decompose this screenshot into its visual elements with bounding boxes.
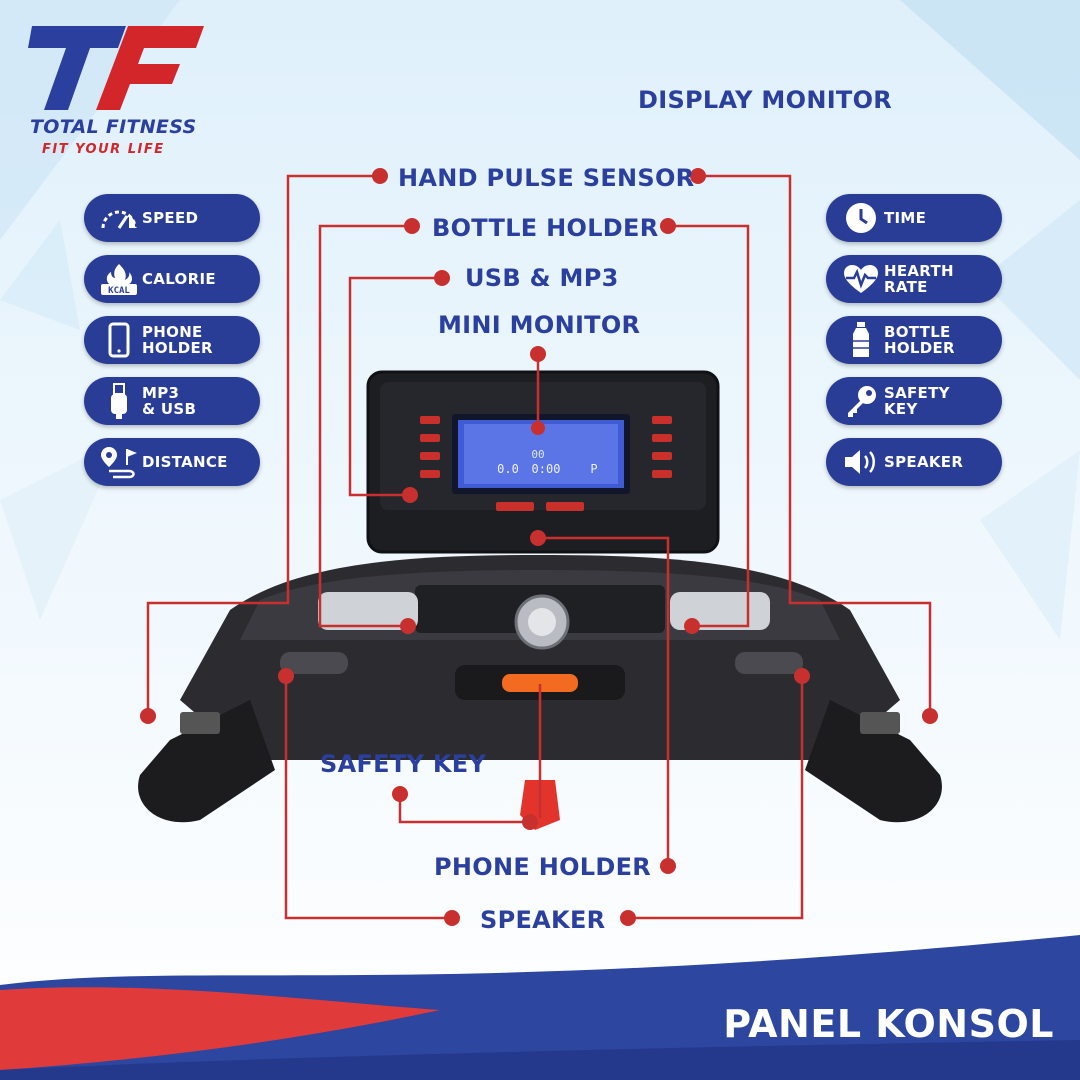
phone-icon [96, 316, 142, 364]
lcd-left-digits: 0.0 [497, 462, 519, 476]
feature-pill-phone-holder: PHONE HOLDER [84, 316, 260, 364]
mini-monitor-heading: MINI MONITOR [438, 311, 641, 339]
usb-mp3-heading: USB & MP3 [465, 264, 619, 292]
pill-label: SPEAKER [884, 453, 964, 471]
phone-holder-heading: PHONE HOLDER [434, 853, 652, 881]
pill-label: TIME [884, 209, 927, 227]
pill-label: MP3 & USB [142, 384, 197, 418]
speedometer-icon [96, 194, 142, 242]
usb-icon [96, 377, 142, 425]
brand-tagline: FIT YOUR LIFE [42, 142, 165, 157]
lcd-center-digits: 0:00 [532, 462, 561, 476]
key-icon [838, 377, 884, 425]
pill-label: BOTTLE HOLDER [884, 323, 955, 357]
speaker-heading: SPEAKER [480, 906, 606, 934]
lcd-top-digits: 00 [531, 448, 544, 461]
pill-label: PHONE HOLDER [142, 323, 213, 357]
feature-pill-safety-key: SAFETY KEY [826, 377, 1002, 425]
lcd-right-digits: P [590, 462, 597, 476]
kcal-badge-text: KCAL [108, 286, 130, 296]
speaker-icon [838, 438, 884, 486]
feature-pill-time: TIME [826, 194, 1002, 242]
panel-konsol-title: PANEL KONSOL [723, 1002, 1054, 1046]
pill-label: SAFETY KEY [884, 384, 950, 418]
feature-pill-bottle-holder: BOTTLE HOLDER [826, 316, 1002, 364]
feature-pill-distance: DISTANCE [84, 438, 260, 486]
pill-label: DISTANCE [142, 453, 228, 471]
total-fitness-logo [28, 26, 204, 110]
feature-pill-speed: SPEED [84, 194, 260, 242]
bottle-holder-heading: BOTTLE HOLDER [432, 214, 659, 242]
route-pin-icon [96, 438, 142, 486]
pill-label: HEARTH RATE [884, 262, 954, 296]
bottle-icon [838, 316, 884, 364]
safety-key-heading: SAFETY KEY [320, 750, 487, 778]
pill-label: CALORIE [142, 270, 216, 288]
clock-icon [838, 194, 884, 242]
hand-pulse-sensor-heading: HAND PULSE SENSOR [398, 164, 695, 192]
feature-pill-heart-rate: HEARTH RATE [826, 255, 1002, 303]
kcal-flame-icon: KCAL [96, 255, 142, 303]
display-monitor-heading: DISPLAY MONITOR [638, 86, 893, 114]
heart-rate-icon [838, 255, 884, 303]
pill-label: SPEED [142, 209, 199, 227]
brand-name: TOTAL FITNESS [30, 116, 197, 138]
feature-pill-calorie: KCAL CALORIE [84, 255, 260, 303]
feature-pill-speaker: SPEAKER [826, 438, 1002, 486]
feature-pill-mp3-usb: MP3 & USB [84, 377, 260, 425]
